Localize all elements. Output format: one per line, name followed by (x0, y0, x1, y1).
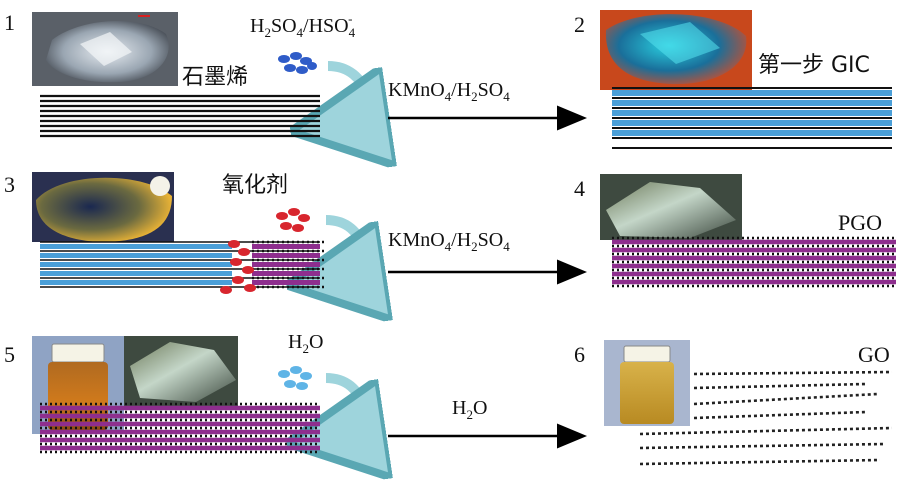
graphite-photo (32, 12, 178, 86)
reaction-arrow-3-label: H2O (452, 397, 487, 422)
intercalation-curved-arrow-2 (326, 215, 362, 278)
step-1-number: 1 (4, 10, 15, 35)
go-sheet (639, 458, 881, 466)
oxidant-molecules (276, 208, 310, 232)
step-5-number: 5 (4, 342, 15, 367)
oxidized-intermediate-photo (32, 172, 174, 242)
h2so4-molecules (278, 52, 317, 74)
go-label: GO (858, 342, 890, 367)
gic-photo (600, 10, 752, 90)
go-sheet (693, 382, 867, 390)
intercalation-curved-arrow-1 (328, 61, 365, 124)
step-6-number: 6 (574, 342, 585, 367)
pgo-label: PGO (838, 210, 882, 235)
pgo-layer-stack (612, 236, 896, 288)
graphene-label: 石墨烯 (182, 65, 248, 90)
pgo-water-layer-stack (40, 402, 320, 454)
go-exfoliated-sheets (639, 370, 893, 466)
go-dispersion-jar-photo (604, 340, 690, 426)
go-sheet (693, 410, 867, 420)
water-reagent-label: H2O (288, 331, 323, 356)
step-2-number: 2 (574, 12, 585, 37)
water-molecules (278, 366, 312, 390)
go-sheet (693, 392, 879, 406)
go-sheet (693, 370, 893, 376)
reaction-arrow-2-label: KMnO4/H2SO4 (388, 229, 510, 254)
step-4-number: 4 (574, 176, 585, 201)
graphite-layer-stack (40, 94, 320, 138)
step-3-number: 3 (4, 172, 15, 197)
go-sheet (639, 442, 885, 450)
partially-oxidized-layer-stack (40, 240, 324, 289)
reaction-arrow-1-label: KMnO4/H2SO4 (388, 79, 510, 104)
exfoliation-curved-arrow (326, 373, 362, 436)
oxidant-in-layers (220, 240, 256, 294)
pgo-photo (600, 174, 742, 240)
go-sheet (639, 426, 893, 436)
gic-label: 第一步 GIC (758, 53, 870, 78)
h2so4-reagent-label: H2SO4/HSO4- (250, 11, 356, 40)
pgo-flake-photo (124, 336, 238, 406)
gic-layer-stack (612, 87, 892, 149)
oxidant-label: 氧化剂 (222, 173, 288, 198)
